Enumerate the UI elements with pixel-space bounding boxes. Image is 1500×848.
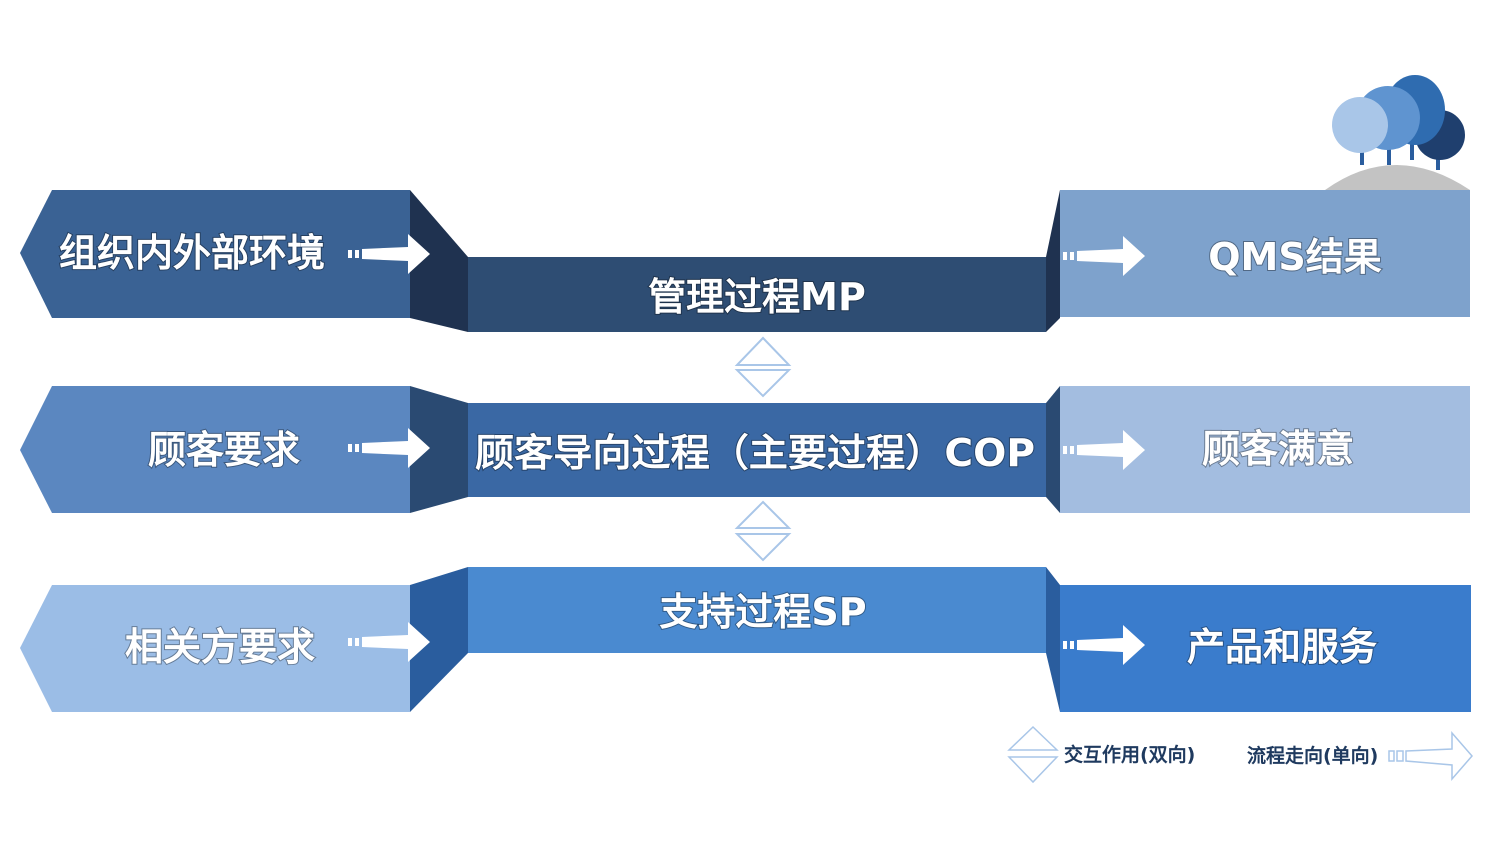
input-label: 顾客要求	[148, 428, 300, 472]
flow-legend-arrow-icon	[1388, 730, 1473, 782]
input-label: 组织内外部环境	[59, 231, 325, 275]
legend: 交互作用(双向) 流程走向(单向)	[1007, 725, 1473, 784]
output-label: QMS结果	[1208, 235, 1382, 279]
legend-flow: 流程走向(单向)	[1247, 744, 1378, 767]
row-support-process: 相关方要求 支持过程SP 产品和服务	[20, 567, 1471, 712]
trees-logo-icon	[1325, 75, 1470, 190]
interaction-arrow-icon	[734, 336, 792, 562]
process-label: 顾客导向过程（主要过程）COP	[475, 431, 1035, 475]
row-customer-oriented-process: 顾客要求 顾客导向过程（主要过程）COP 顾客满意	[20, 386, 1470, 513]
output-label: 顾客满意	[1202, 427, 1354, 471]
row-management-process: 组织内外部环境 管理过程MP QMS结果	[20, 190, 1470, 332]
input-label: 相关方要求	[125, 625, 315, 669]
process-label: 管理过程MP	[648, 275, 866, 319]
process-label: 支持过程SP	[659, 590, 866, 634]
input-shape	[20, 190, 410, 318]
legend-interaction: 交互作用(双向)	[1064, 743, 1195, 766]
output-label: 产品和服务	[1187, 625, 1377, 669]
interaction-legend-icon	[1007, 725, 1059, 784]
